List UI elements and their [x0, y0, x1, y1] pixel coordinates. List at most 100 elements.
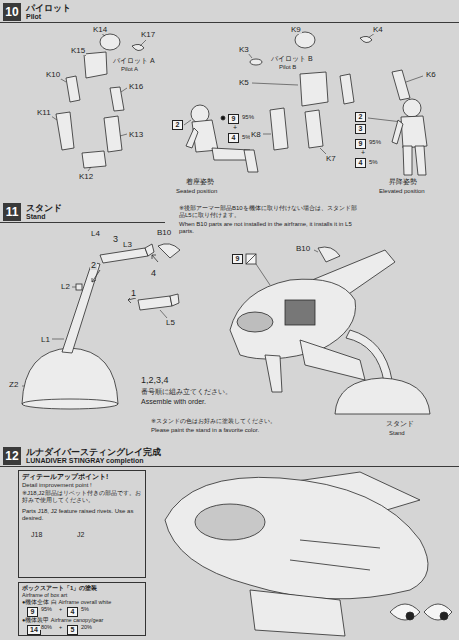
note-text: パイロット B — [270, 55, 314, 63]
seated-pilot — [186, 105, 258, 172]
stand-parts — [145, 244, 154, 256]
part-label: L5 — [165, 318, 176, 327]
part-label: 2 — [90, 260, 97, 270]
part-label: 1 — [130, 288, 137, 298]
part-label: L3 — [122, 240, 133, 249]
color-code: 5 — [68, 626, 77, 634]
part-label: K5 — [238, 78, 250, 87]
note-text: ※スタンドの色はお好みに塗装してください。 — [150, 418, 277, 425]
leader-line — [88, 167, 91, 171]
pilot-b-parts — [250, 32, 410, 150]
paint-swatch: 14 — [27, 625, 41, 635]
paint-swatch: 9 — [232, 254, 243, 264]
color-code: 9 — [233, 255, 242, 263]
part-label: B10 — [156, 228, 172, 237]
color-code: 9 — [28, 608, 37, 616]
color-code: 4 — [356, 159, 365, 167]
completed-aircraft — [165, 477, 428, 599]
leader-line — [52, 339, 64, 340]
pilot-a-parts — [104, 116, 122, 152]
part-label: K15 — [70, 46, 86, 55]
leader-line — [252, 83, 298, 85]
part-label: + — [58, 606, 63, 612]
standing-pilot — [415, 146, 426, 175]
paint-swatch: 9 — [27, 607, 38, 617]
part-label: Stand — [388, 430, 406, 437]
standing-pilot — [392, 120, 403, 144]
stand-parts — [76, 284, 82, 290]
part-label: J18 — [30, 531, 43, 539]
part-label: K16 — [128, 82, 144, 91]
pilot-a-parts — [100, 34, 120, 50]
aircraft-with-stand — [265, 355, 282, 392]
standing-pilot — [403, 99, 421, 117]
stand-parts — [22, 348, 118, 404]
leader-line — [406, 76, 423, 82]
step-number: 10 — [3, 3, 21, 21]
paint-swatch: 2 — [172, 120, 183, 130]
note-text: ※後部アーマー部品B10を機体に取り付けない場合は、スタンド部品L5に取り付けま… — [178, 205, 358, 219]
paint-swatch: 3 — [355, 124, 366, 134]
part-label: K8 — [250, 130, 262, 139]
note-text: Seated position — [175, 188, 218, 195]
part-label: K14 — [92, 25, 108, 34]
pilot-b-parts — [270, 108, 288, 150]
pilot-b-parts — [392, 70, 410, 100]
part-label: + — [58, 624, 63, 630]
step-number: 11 — [3, 203, 21, 221]
leader-line — [263, 134, 271, 135]
leader-line — [256, 264, 270, 285]
pilot-a-parts — [82, 151, 106, 168]
pilot-b-parts — [300, 72, 328, 106]
part-label: K13 — [128, 130, 144, 139]
part-label: K9 — [290, 25, 302, 34]
part-label: J2 — [76, 531, 85, 539]
color-code: 9 — [356, 140, 365, 148]
pilot-a-parts — [66, 76, 80, 102]
aircraft-with-stand — [300, 340, 365, 380]
step-title: Stand — [26, 213, 45, 221]
paint-swatch: 9 — [355, 139, 366, 149]
note-text: 番号順に組み立てください。 — [140, 388, 233, 396]
part-label: Z2 — [8, 380, 19, 389]
pilot-b-parts — [250, 59, 262, 65]
note-text: 1,2,3,4 — [140, 375, 170, 385]
step-title: ルナダイバースティングレイ完成 — [26, 447, 161, 457]
stand-parts — [62, 262, 100, 353]
pilot-b-parts — [305, 110, 323, 148]
part-label: B10 — [295, 244, 311, 253]
part-label: L4 — [90, 229, 101, 238]
color-code: 2 — [173, 121, 182, 129]
completed-aircraft — [290, 540, 380, 570]
color-code: 3 — [356, 125, 365, 133]
part-label: K11 — [36, 108, 52, 117]
completed-aircraft — [406, 612, 414, 620]
pilot-b-parts — [295, 32, 315, 48]
note-text: Detail improvement point ! — [22, 482, 143, 489]
color-code: 4 — [68, 608, 77, 616]
part-label: L1 — [40, 335, 51, 344]
aircraft-with-stand — [285, 300, 315, 325]
step-header: 12ルナダイバースティングレイ完成LUNADIVER STINGRAY comp… — [0, 446, 459, 467]
color-code: 14 — [28, 626, 40, 634]
pilot-a-parts — [56, 34, 144, 168]
pilot-a-parts — [132, 44, 144, 50]
part-label: スタンド — [385, 420, 415, 428]
note-text: ●機体全体 白 Airframe overall white — [22, 599, 143, 605]
note-text: ボックスアート「1」の塗装 — [22, 585, 143, 592]
part-label: 95% — [241, 114, 255, 121]
leader-line — [120, 134, 127, 136]
note-text: Airframe of box art — [22, 592, 143, 598]
pilot-a-parts — [110, 87, 124, 111]
note-text: Elevated position — [378, 188, 426, 195]
aircraft-with-stand — [246, 254, 256, 264]
color-code: 4 — [229, 134, 238, 142]
part-label: 5% — [368, 159, 379, 166]
part-label: 昇降姿勢 — [388, 178, 418, 186]
step-arrow — [92, 270, 100, 282]
part-label: K4 — [372, 25, 384, 34]
step-arrow — [152, 255, 156, 259]
note-text: Parts J18, J2 feature raised rivets. Use… — [22, 508, 143, 522]
part-label: 95% — [368, 139, 382, 146]
part-label: 3 — [112, 234, 119, 244]
